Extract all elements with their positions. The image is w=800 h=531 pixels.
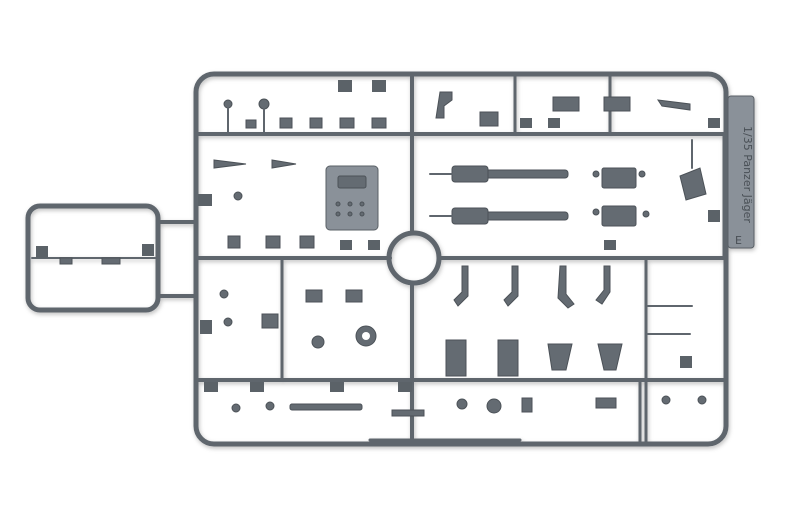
sprue-label: 1/35 Panzer Jäger — [741, 126, 754, 223]
parts-top-row — [223, 80, 720, 133]
sprue-frame: 1/35 Panzer Jäger E — [25, 71, 755, 447]
parts-lower-band — [200, 265, 707, 417]
parts-middle-band — [198, 139, 720, 250]
sprue-letter: E — [735, 234, 742, 247]
parts-left-frame — [36, 244, 154, 265]
